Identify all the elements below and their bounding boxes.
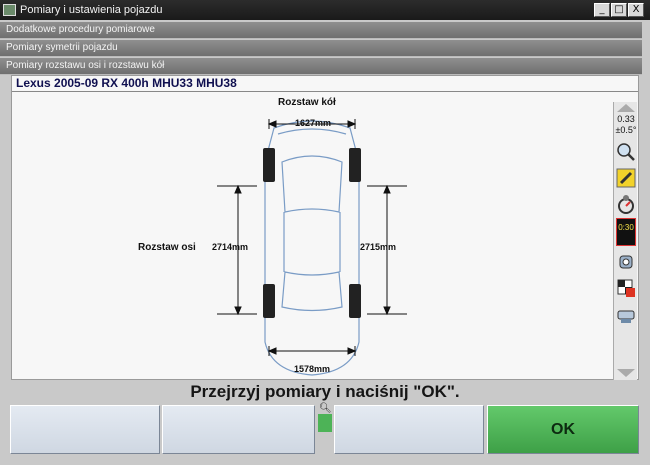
breadcrumb-level-1[interactable]: Dodatkowe procedury pomiarowe [0,22,642,39]
measurement-panel: Lexus 2005-09 RX 400h MHU33 MHU38 [11,75,639,380]
panel-divider [12,91,638,92]
timer-label: 0:30 [618,223,634,232]
ok-button[interactable]: OK [487,405,639,454]
window-controls: _ □ X [594,3,644,17]
tolerance-range: ±0.5° [615,125,637,135]
wheelbase-title: Rozstaw osi [138,242,196,253]
tolerance-value: 0.33 [617,114,635,124]
track-title: Rozstaw kół [278,97,336,108]
scroll-up-arrow[interactable] [617,104,635,112]
timer-icon[interactable]: 0:30 [616,218,636,246]
ok-button-label: OK [551,420,575,438]
front-track-value: 1627mm [295,118,332,128]
vehicle-title: Lexus 2005-09 RX 400h MHU33 MHU38 [16,76,237,90]
minimize-button[interactable]: _ [594,3,610,17]
softkey-3-button[interactable] [334,405,484,454]
app-icon [3,4,16,16]
zoom-icon: 🔍︎ [319,403,332,414]
window-titlebar: Pomiary i ustawienia pojazdu _ □ X [0,0,650,20]
wheelbase-right-value: 2715mm [360,242,397,252]
instruction-prompt: Przejrzyj pomiary i naciśnij "OK". [190,382,460,401]
alignment-head-icon[interactable] [616,252,636,272]
close-button[interactable]: X [628,3,644,17]
magnifier-icon[interactable] [616,142,636,162]
wheelbase-left-value: 2714mm [212,242,249,252]
softkey-1-button[interactable] [10,405,160,454]
car-top-view [217,119,407,376]
tire-gauge-icon[interactable] [616,194,636,214]
wrench-icon[interactable] [616,168,636,188]
rear-track-value: 1578mm [294,364,331,374]
tolerance-readout[interactable]: 0.33 ±0.5° [615,114,637,136]
status-indicator [318,414,332,432]
tool-sidebar: 0.33 ±0.5° 0:30 [613,102,637,380]
breadcrumb-level-3[interactable]: Pomiary rozstawu osi i rozstawu kół [0,58,642,75]
wheelbase-track-diagram: Rozstaw kół 1627mm 1578mm Rozstaw osi 27… [12,92,612,380]
softkey-2-button[interactable] [162,405,315,454]
window-title: Pomiary i ustawienia pojazdu [20,4,163,16]
flag-icon[interactable] [616,278,636,298]
maximize-button[interactable]: □ [611,3,627,17]
lift-icon[interactable] [616,306,636,326]
breadcrumb-level-2[interactable]: Pomiary symetrii pojazdu [0,40,642,57]
scroll-down-arrow[interactable] [617,369,635,377]
